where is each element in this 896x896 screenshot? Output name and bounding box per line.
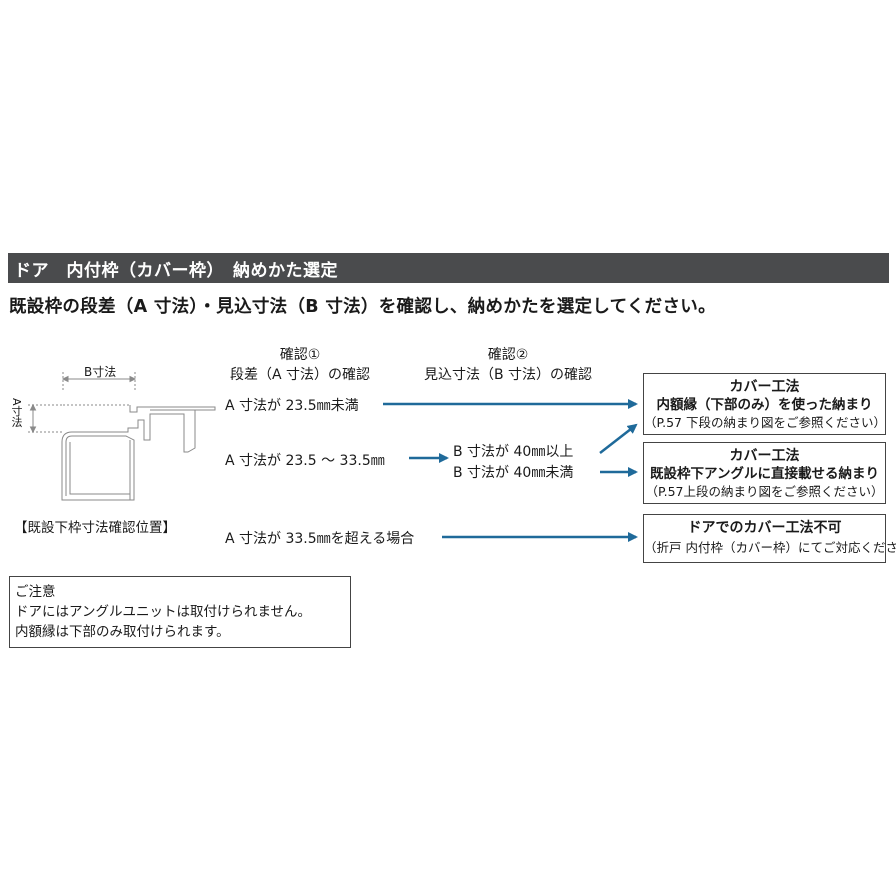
section-header-bar (8, 253, 889, 283)
notice-line-2: 内額縁は下部のみ取付けられます。 (15, 624, 230, 640)
notice-heading: ご注意 (15, 584, 56, 600)
condition-b-under: B 寸法が 40㎜未満 (453, 465, 574, 481)
check1-description: 段差（A 寸法）の確認 (229, 367, 371, 383)
condition-a-over: A 寸法が 33.5㎜を超える場合 (225, 531, 415, 547)
result-box-2: カバー工法 既設枠下アングルに直接載せる納まり （P.57上段の納まり図をご参照… (643, 442, 886, 504)
check2-heading: 確認② 見込寸法（B 寸法）の確認 (410, 345, 606, 385)
check2-description: 見込寸法（B 寸法）の確認 (423, 367, 593, 383)
check1-number: 確認① (279, 347, 321, 363)
result1-method: 内額縁（下部のみ）を使った納まり (656, 397, 873, 413)
notice-line-1: ドアにはアングルユニットは取付けられません。 (15, 604, 312, 620)
condition-a-range: A 寸法が 23.5 ～ 33.5㎜ (225, 453, 385, 469)
result2-note: （P.57上段の納まり図をご参照ください） (645, 484, 884, 499)
result3-title: ドアでのカバー工法不可 (687, 520, 842, 536)
b-dimension-label: B寸法 (84, 365, 117, 379)
result2-method: 既設枠下アングルに直接載せる納まり (650, 466, 879, 482)
check1-heading: 確認① 段差（A 寸法）の確認 (222, 345, 378, 385)
a-dimension-label: A寸法 (10, 398, 23, 428)
frame-cross-section-drawing (28, 372, 216, 501)
diagram-caption: 【既設下枠寸法確認位置】 (14, 520, 176, 536)
result-box-3: ドアでのカバー工法不可 （折戸 内付枠（カバー枠）にてご対応ください） (643, 514, 896, 563)
arrow-b-over-to-result1 (599, 423, 638, 454)
notice-box: ご注意 ドアにはアングルユニットは取付けられません。 内額縁は下部のみ取付けられ… (9, 576, 351, 648)
result1-note: （P.57 下段の納まり図をご参照ください） (644, 415, 886, 430)
result-box-1: カバー工法 内額縁（下部のみ）を使った納まり （P.57 下段の納まり図をご参照… (643, 373, 886, 435)
condition-b-over: B 寸法が 40㎜以上 (453, 444, 574, 460)
condition-a-under: A 寸法が 23.5㎜未満 (225, 398, 359, 414)
result2-title: カバー工法 (729, 448, 800, 464)
result1-title: カバー工法 (729, 379, 800, 395)
instruction-text: 既設枠の段差（A 寸法）・見込寸法（B 寸法）を確認し、納めかたを選定してくださ… (9, 297, 716, 317)
check2-number: 確認② (487, 347, 529, 363)
result3-note: （折戸 内付枠（カバー枠）にてご対応ください） (644, 540, 896, 555)
section-title: ドア 内付枠（カバー枠） 納めかた選定 (14, 261, 338, 281)
